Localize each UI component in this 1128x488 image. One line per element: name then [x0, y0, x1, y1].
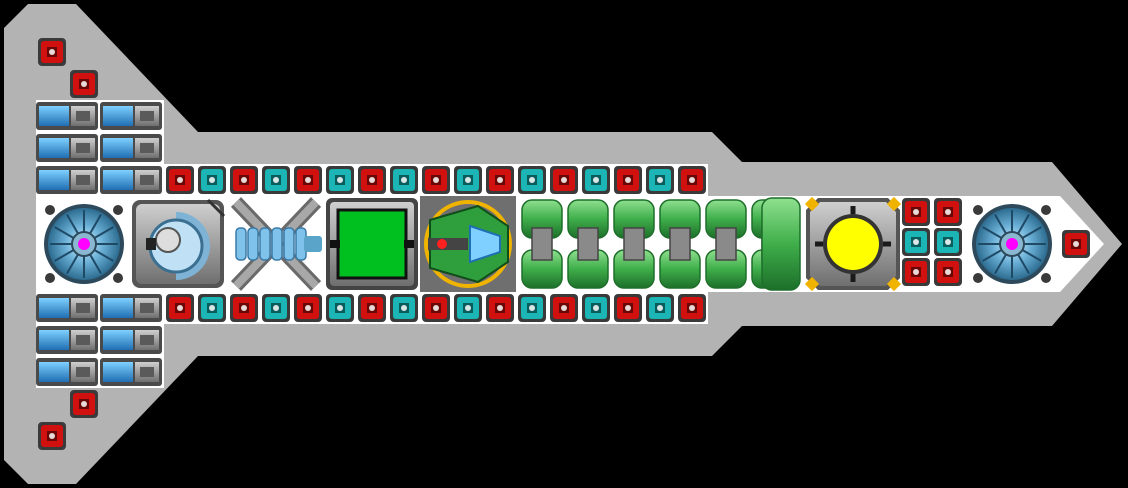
red-armor-block[interactable] [358, 294, 386, 322]
red-armor-block[interactable] [902, 198, 930, 226]
red-armor-block[interactable] [486, 166, 514, 194]
teal-armor-block[interactable] [646, 294, 674, 322]
battery-cell[interactable] [36, 166, 98, 194]
teal-armor-block[interactable] [390, 294, 418, 322]
red-armor-block[interactable] [614, 166, 642, 194]
pipe-array[interactable] [518, 196, 802, 292]
battery-cell[interactable] [100, 134, 162, 162]
teal-armor-block[interactable] [390, 166, 418, 194]
helm-console[interactable] [132, 198, 226, 288]
teal-armor-block[interactable] [198, 294, 226, 322]
teal-armor-block[interactable] [934, 228, 962, 256]
teal-armor-block[interactable] [454, 166, 482, 194]
red-armor-block[interactable] [422, 294, 450, 322]
front-thruster[interactable] [968, 200, 1056, 288]
battery-cell[interactable] [100, 102, 162, 130]
red-armor-block[interactable] [678, 166, 706, 194]
red-armor-block[interactable] [166, 294, 194, 322]
red-armor-block[interactable] [902, 258, 930, 286]
battery-cell[interactable] [36, 358, 98, 386]
teal-armor-block[interactable] [646, 166, 674, 194]
red-armor-block[interactable] [230, 294, 258, 322]
teal-armor-block[interactable] [582, 294, 610, 322]
red-armor-block[interactable] [1062, 230, 1090, 258]
teal-armor-block[interactable] [518, 166, 546, 194]
red-armor-block[interactable] [358, 166, 386, 194]
red-armor-block[interactable] [678, 294, 706, 322]
red-armor-block[interactable] [38, 422, 66, 450]
gatling-gun[interactable] [228, 197, 322, 291]
red-armor-block[interactable] [70, 70, 98, 98]
battery-cell[interactable] [36, 294, 98, 322]
teal-armor-block[interactable] [326, 166, 354, 194]
red-armor-block[interactable] [550, 294, 578, 322]
teal-armor-block[interactable] [326, 294, 354, 322]
red-armor-block[interactable] [934, 198, 962, 226]
rear-thruster[interactable] [40, 200, 128, 288]
teal-armor-block[interactable] [262, 294, 290, 322]
cockpit[interactable] [420, 196, 516, 292]
green-tank[interactable] [326, 198, 418, 290]
red-armor-block[interactable] [70, 390, 98, 418]
red-armor-block[interactable] [614, 294, 642, 322]
teal-armor-block[interactable] [518, 294, 546, 322]
teal-armor-block[interactable] [582, 166, 610, 194]
red-armor-block[interactable] [934, 258, 962, 286]
red-armor-block[interactable] [294, 294, 322, 322]
teal-armor-block[interactable] [262, 166, 290, 194]
battery-cell[interactable] [100, 166, 162, 194]
battery-cell[interactable] [36, 102, 98, 130]
battery-cell[interactable] [36, 326, 98, 354]
red-armor-block[interactable] [422, 166, 450, 194]
teal-armor-block[interactable] [454, 294, 482, 322]
red-armor-block[interactable] [38, 38, 66, 66]
battery-cell[interactable] [100, 326, 162, 354]
red-armor-block[interactable] [166, 166, 194, 194]
reactor-core[interactable] [804, 196, 902, 292]
red-armor-block[interactable] [550, 166, 578, 194]
battery-cell[interactable] [100, 358, 162, 386]
teal-armor-block[interactable] [902, 228, 930, 256]
teal-armor-block[interactable] [198, 166, 226, 194]
red-armor-block[interactable] [486, 294, 514, 322]
battery-cell[interactable] [100, 294, 162, 322]
battery-cell[interactable] [36, 134, 98, 162]
red-armor-block[interactable] [294, 166, 322, 194]
red-armor-block[interactable] [230, 166, 258, 194]
